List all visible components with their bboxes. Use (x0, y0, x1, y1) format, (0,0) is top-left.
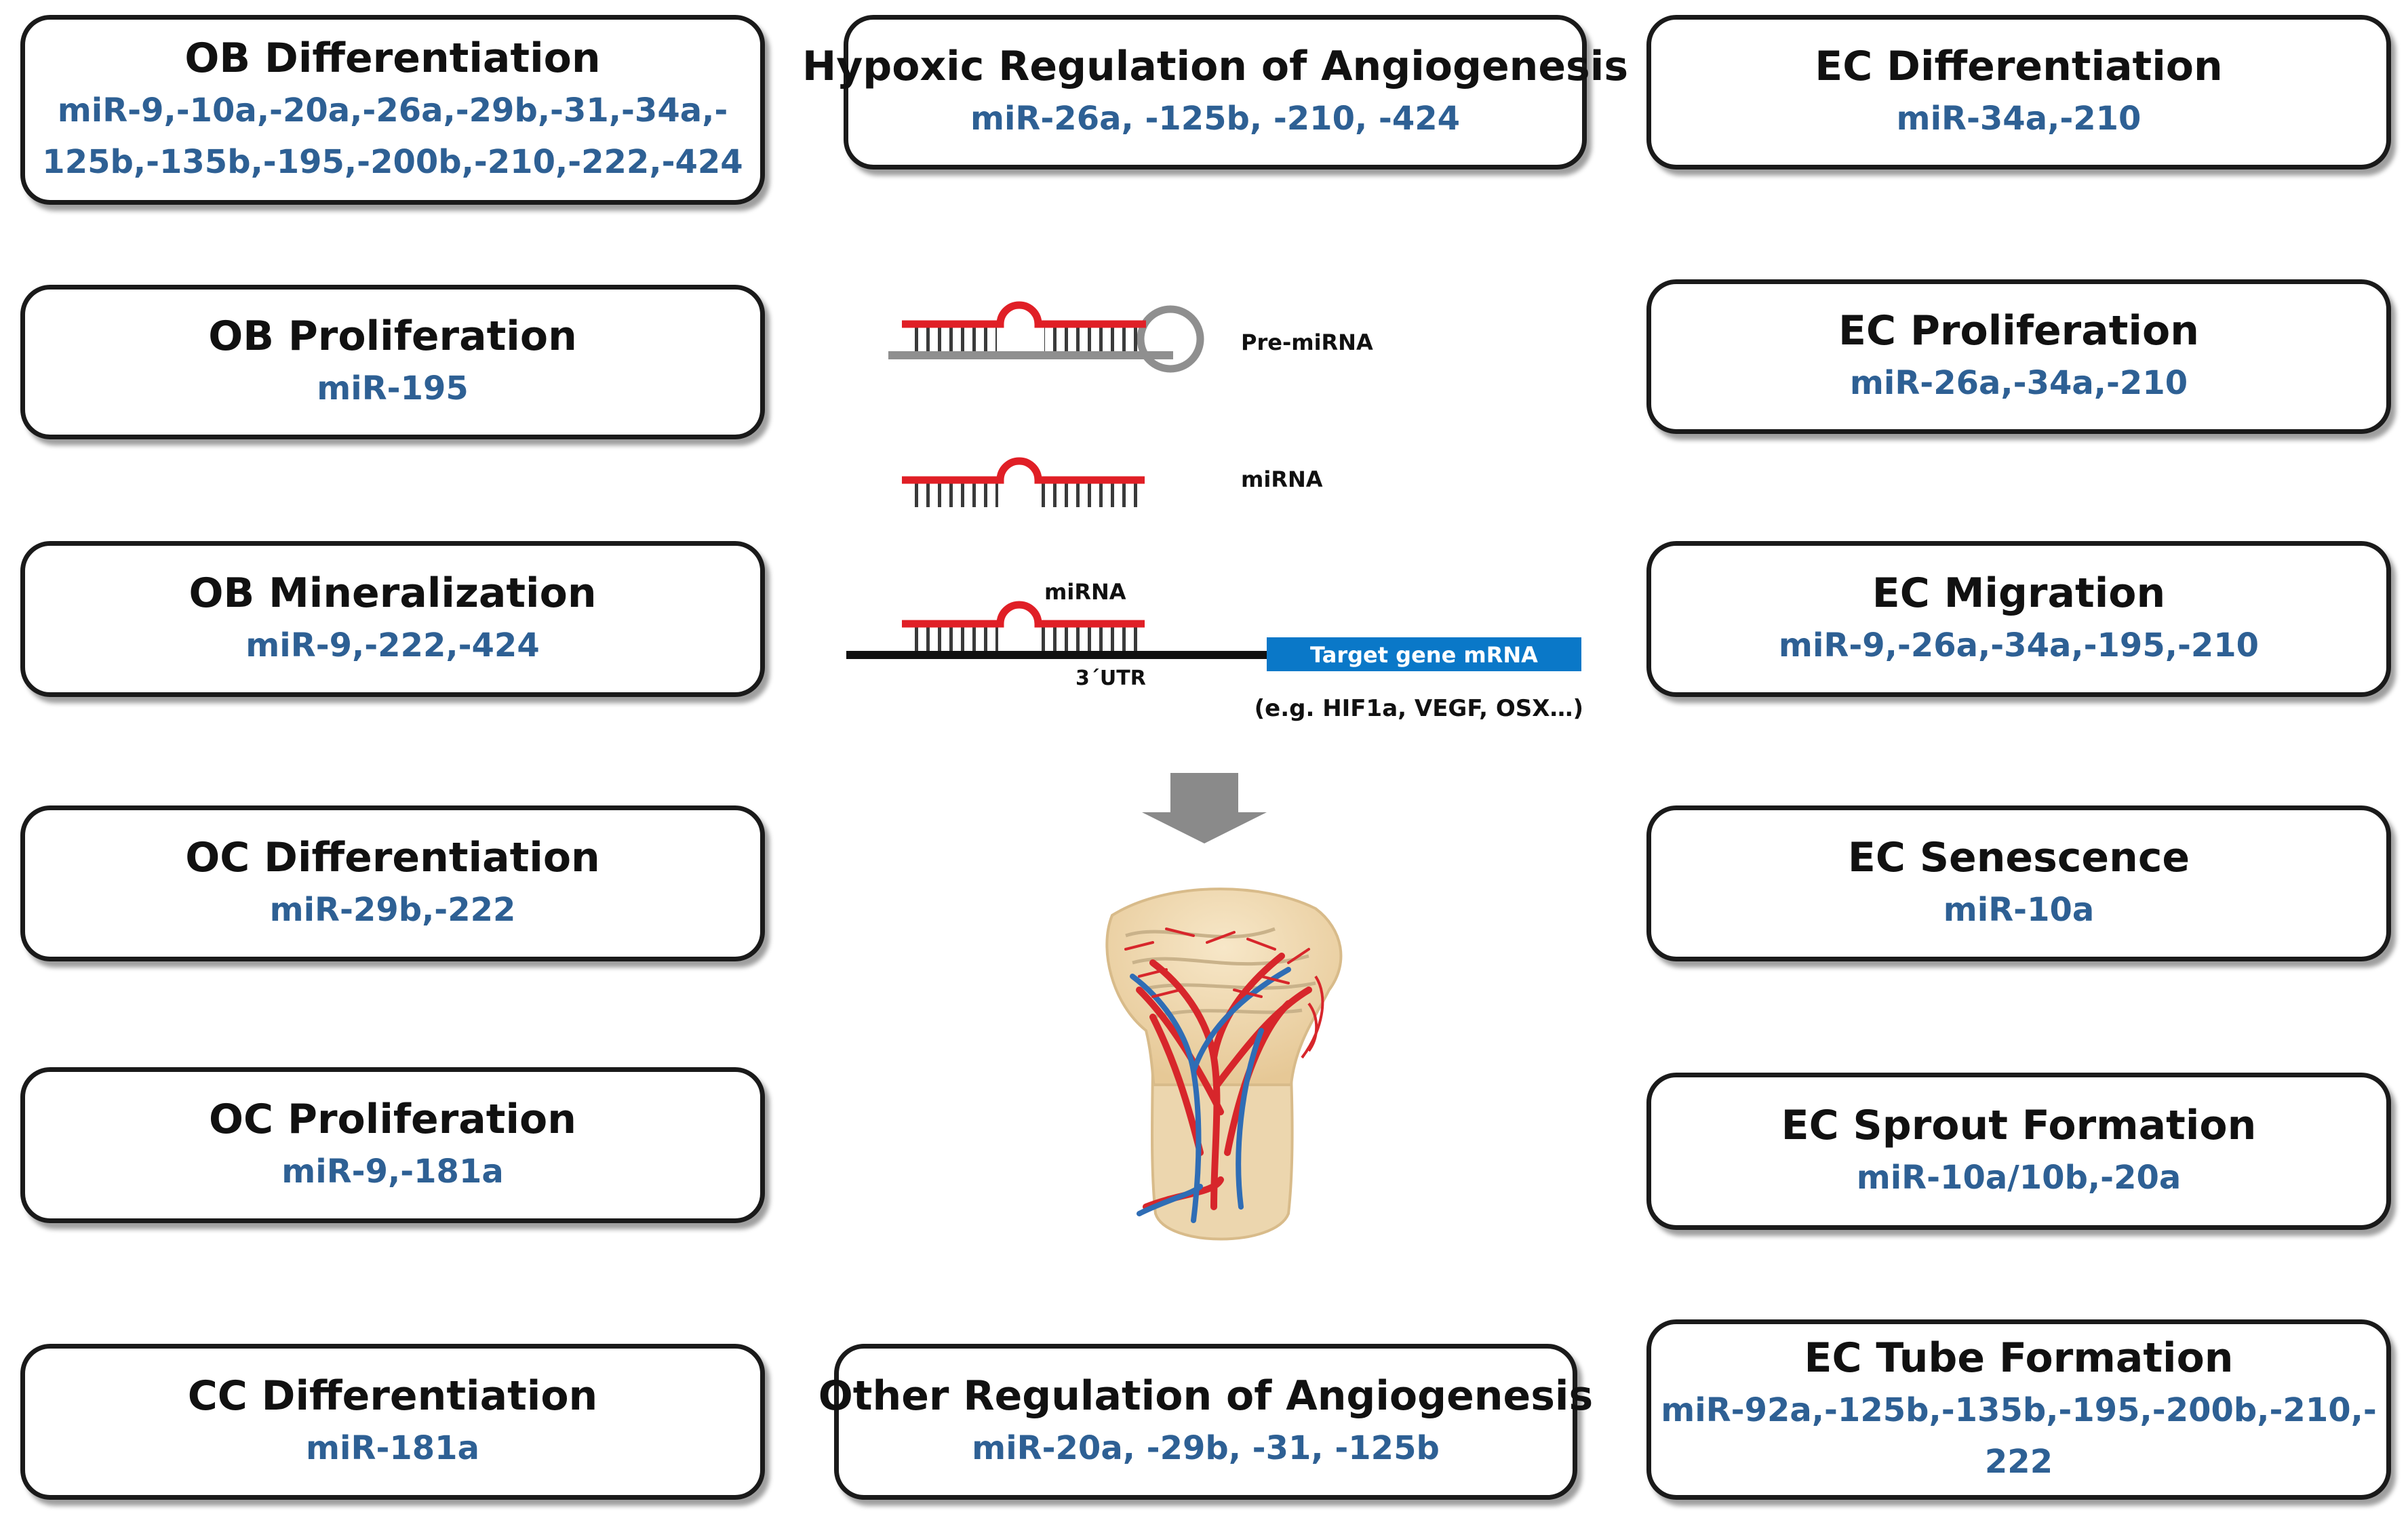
bone-head (1105, 888, 1343, 1086)
mirna-list: miR-9,-26a,-34a,-195,-210 (1778, 626, 2259, 664)
mirna-list: miR-10a/10b,-20a (1856, 1159, 2182, 1197)
mirna-list: miR-181a (306, 1429, 479, 1467)
other-regulation-box: Other Regulation of Angiogenesis miR-20a… (818, 1344, 1593, 1500)
ec-migration-box: EC Migration miR-9,-26a,-34a,-195,-210 (1646, 541, 2391, 697)
mirna-strand (902, 457, 1145, 484)
mirna-list: miR-34a,-210 (1896, 100, 2141, 138)
pre-mirna-strand (902, 301, 1146, 328)
pre-mirna-teeth-right (1044, 324, 1139, 351)
mirna-list: miR-10a (1943, 891, 2095, 929)
pre-mirna-hairpin: Pre-miRNA (888, 301, 1373, 373)
mirna-list: miR-20a, -29b, -31, -125b (972, 1429, 1440, 1467)
box-title: CC Differentiation (187, 1372, 598, 1420)
mirna-list: miR-9,-181a (281, 1153, 504, 1191)
oc-differentiation-box: OC Differentiation miR-29b,-222 (20, 805, 765, 961)
bound-mirna-teeth-left (907, 624, 998, 651)
mirna-list: miR-26a, -125b, -210, -424 (970, 100, 1461, 138)
mirna-list: miR-9,-222,-424 (245, 626, 540, 664)
mirna-list: miR-29b,-222 (269, 891, 516, 929)
periosteum-vessels (1301, 975, 1324, 1059)
bound-mirna-label: miRNA (1044, 579, 1126, 605)
mirna-target-binding: miRNA 3´UTR Target gene mRNA (e.g. HIF1a… (846, 579, 1583, 722)
ec-differentiation-box: EC Differentiation miR-34a,-210 (1646, 15, 2391, 170)
down-arrow (1142, 773, 1267, 843)
box-title: EC Migration (1872, 570, 2166, 617)
mirna-list: miR-195 (317, 370, 469, 407)
box-title: EC Sprout Formation (1781, 1102, 2257, 1149)
box-title: OC Differentiation (185, 834, 600, 881)
ec-proliferation-box: EC Proliferation miR-26a,-34a,-210 (1646, 279, 2391, 434)
ob-mineralization-box: OB Mineralization miR-9,-222,-424 (20, 541, 765, 697)
mirna-teeth-left (907, 480, 998, 507)
mirna-list: miR-9,-10a,-20a,-26a,-29b,-31,-34a,- (57, 92, 728, 130)
trabecular-mesh (1125, 927, 1316, 1019)
mirna-label: miRNA (1241, 466, 1323, 492)
mirna-teeth-right (1040, 480, 1139, 507)
ob-differentiation-box: OB Differentiation miR-9,-10a,-20a,-26a,… (20, 15, 765, 205)
pre-mirna-teeth-left (909, 324, 997, 351)
bone-illustration (1105, 888, 1343, 1241)
vein-vessels (1130, 967, 1291, 1223)
bone-shaft (1151, 1042, 1294, 1241)
box-title: EC Proliferation (1838, 307, 2199, 355)
box-title: Hypoxic Regulation of Angiogenesis (802, 43, 1629, 90)
hypoxic-regulation-box: Hypoxic Regulation of Angiogenesis miR-2… (802, 15, 1628, 170)
target-gene-bar (1267, 637, 1581, 671)
ec-senescence-box: EC Senescence miR-10a (1646, 805, 2391, 961)
ec-tube-formation-box: EC Tube Formation miR-92a,-125b,-135b,-1… (1646, 1319, 2391, 1500)
hairpin-loop (1137, 305, 1204, 373)
pre-mirna-label: Pre-miRNA (1241, 330, 1373, 355)
mrna-line (846, 651, 1267, 659)
target-examples-label: (e.g. HIF1a, VEGF, OSX…) (1255, 695, 1583, 722)
bound-mirna-teeth-right (1040, 624, 1139, 651)
box-title: Other Regulation of Angiogenesis (818, 1372, 1594, 1420)
box-title: OC Proliferation (209, 1096, 576, 1143)
mirna-list: miR-26a,-34a,-210 (1849, 364, 2188, 402)
box-title: EC Senescence (1847, 834, 2190, 881)
box-title: OB Mineralization (189, 570, 597, 617)
utr-label: 3´UTR (1075, 666, 1146, 690)
oc-proliferation-box: OC Proliferation miR-9,-181a (20, 1067, 765, 1223)
target-gene-label: Target gene mRNA (1310, 642, 1538, 668)
box-title: EC Differentiation (1815, 43, 2223, 90)
box-title: OB Differentiation (184, 35, 601, 82)
ec-sprout-formation-box: EC Sprout Formation miR-10a/10b,-20a (1646, 1073, 2391, 1230)
box-title: OB Proliferation (208, 313, 577, 360)
mature-mirna: miRNA (902, 457, 1323, 507)
capillary-network (1124, 928, 1310, 998)
mirna-list: 222 (1984, 1443, 2053, 1481)
pre-mirna-backbone (888, 351, 1173, 359)
mirna-list: miR-92a,-125b,-135b,-195,-200b,-210,- (1661, 1391, 2377, 1429)
mirna-list: 125b,-135b,-195,-200b,-210,-222,-424 (42, 143, 743, 181)
artery-vessels (1136, 953, 1312, 1210)
ob-proliferation-box: OB Proliferation miR-195 (20, 285, 765, 439)
cc-differentiation-box: CC Differentiation miR-181a (20, 1344, 765, 1500)
box-title: EC Tube Formation (1804, 1334, 2234, 1382)
bound-mirna-strand (902, 601, 1145, 628)
